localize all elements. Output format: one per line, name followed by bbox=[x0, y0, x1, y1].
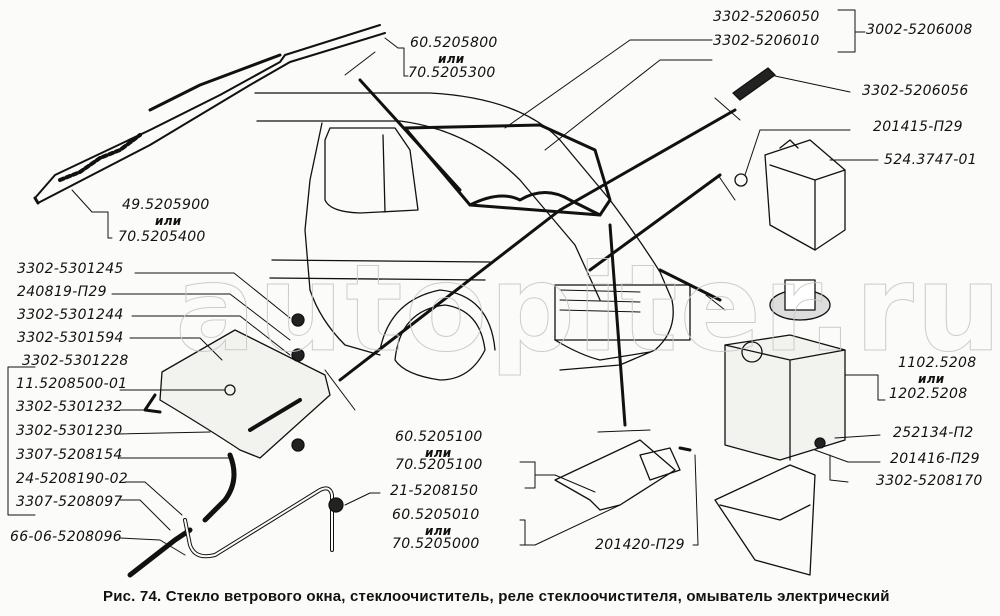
part-label-blade-b: 70.5205400 bbox=[118, 229, 206, 245]
part-label: 66-06-5208096 bbox=[10, 529, 122, 545]
part-label: 3302-5301232 bbox=[16, 399, 123, 415]
part-label-or: или bbox=[425, 524, 452, 538]
relay-part bbox=[734, 129, 879, 251]
part-label-seal: 3302-5206056 bbox=[862, 83, 969, 99]
part-label-motor-b: 70.5205000 bbox=[392, 536, 480, 552]
part-label: 3302-5301228 bbox=[22, 353, 129, 369]
part-label-linkage-a: 60.5205100 bbox=[395, 429, 483, 445]
part-label-windshield-glass: 3302-5206010 bbox=[713, 33, 820, 49]
part-label: 240819-П29 bbox=[17, 284, 107, 300]
washer-hoses bbox=[127, 452, 344, 578]
part-label: 3307-5208154 bbox=[16, 447, 123, 463]
part-label: 3302-5301244 bbox=[17, 307, 124, 323]
part-label: 3302-5301245 bbox=[17, 261, 124, 277]
part-label: 24-5208190-02 bbox=[16, 471, 128, 487]
part-label-wiper-arm-a: 60.5205800 bbox=[410, 35, 498, 51]
figure-caption: Рис. 74. Стекло ветрового окна, стеклооч… bbox=[103, 588, 890, 605]
part-label-washer-b: 1202.5208 bbox=[889, 386, 968, 402]
part-label-or: или bbox=[438, 52, 465, 66]
part-label-windshield-frame: 3302-5206050 bbox=[713, 9, 820, 25]
part-label-wiper-arm-b: 70.5205300 bbox=[408, 65, 496, 81]
part-label: 3302-5301594 bbox=[17, 330, 124, 346]
part-label-washer-bolt: 201416-П29 bbox=[890, 451, 980, 467]
watermark: autopiter.ru bbox=[174, 240, 1000, 380]
washer-reservoir bbox=[714, 279, 886, 576]
part-label-motor-a: 60.5205010 bbox=[392, 507, 480, 523]
part-label-motor-bolt: 201420-П29 bbox=[595, 537, 685, 553]
part-label-or: или bbox=[918, 372, 945, 386]
part-label-relay: 524.3747-01 bbox=[884, 152, 977, 168]
van-outline bbox=[254, 92, 691, 381]
part-label-or: или bbox=[425, 446, 452, 460]
part-label-relay-bolt: 201415-П29 bbox=[873, 119, 963, 135]
cowl-panel bbox=[143, 313, 331, 459]
part-label-washer-nut: 252134-П2 bbox=[893, 425, 974, 441]
seal-part bbox=[732, 67, 851, 101]
wiper-motor bbox=[519, 439, 699, 546]
part-label-linkage-b: 70.5205100 bbox=[395, 457, 483, 473]
part-label: 3302-5301230 bbox=[16, 423, 123, 439]
part-label-blade-a: 49.5205900 bbox=[122, 197, 210, 213]
wiper-blade bbox=[33, 24, 386, 205]
part-label-or: или bbox=[155, 214, 182, 228]
part-label-grommet: 21-5208150 bbox=[390, 483, 479, 499]
part-label-washer-a: 1102.5208 bbox=[898, 355, 977, 371]
part-label: 3307-5208097 bbox=[16, 494, 123, 510]
part-label: 11.5208500-01 bbox=[16, 376, 128, 392]
part-label-windshield-assembly: 3002-5206008 bbox=[866, 22, 973, 38]
part-label-washer-bracket: 3302-5208170 bbox=[876, 473, 983, 489]
